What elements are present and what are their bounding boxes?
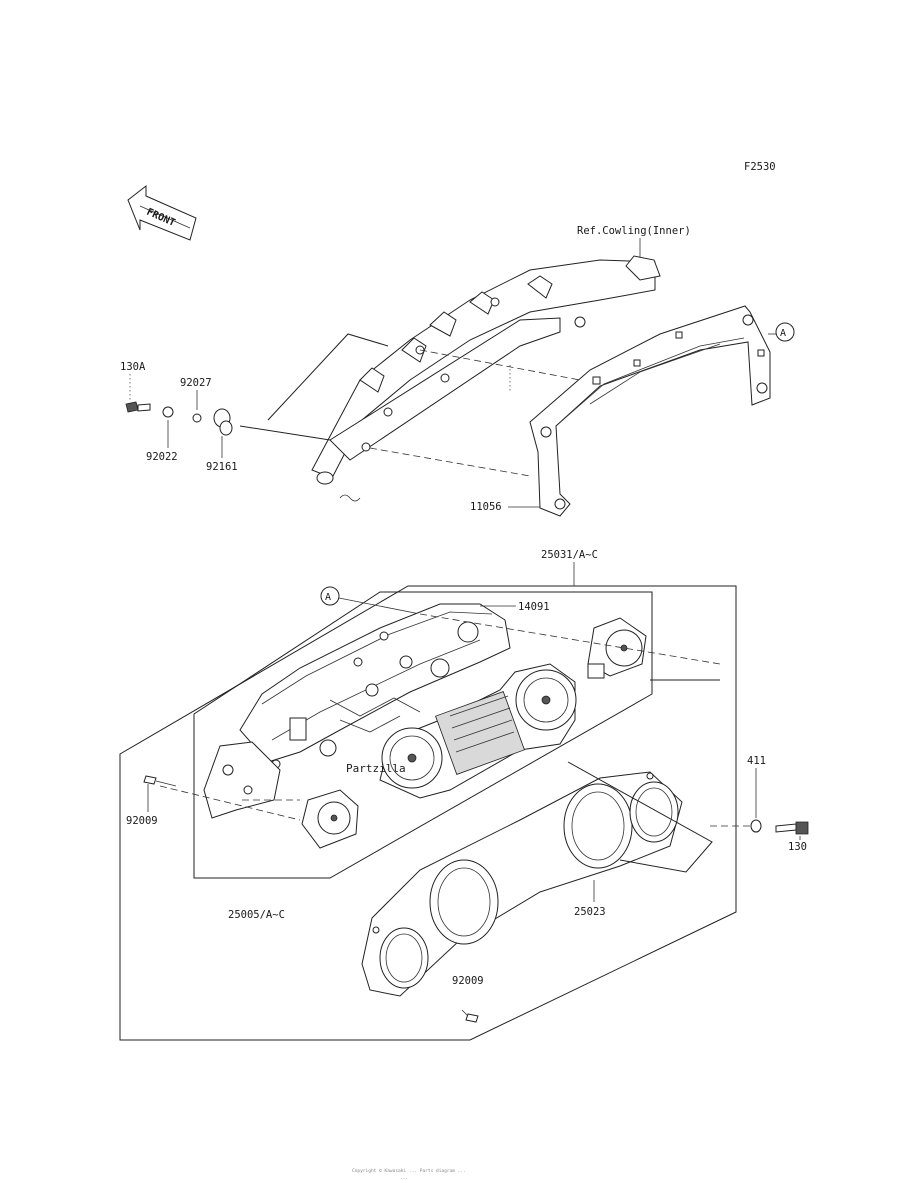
label-92161: 92161	[206, 461, 238, 473]
diagram-id: F2530	[744, 161, 776, 173]
label-25031: 25031/A~C	[541, 549, 598, 561]
meter-housing-14091	[239, 603, 511, 769]
label-92027: 92027	[180, 377, 212, 389]
bolt-130-icon	[775, 821, 809, 835]
grommet-92161-icon	[213, 408, 233, 436]
washer-92022-icon	[162, 406, 174, 418]
label-25005: 25005/A~C	[228, 909, 285, 921]
assembly-frame-25031	[119, 585, 737, 1041]
label-92009-bottom: 92009	[452, 975, 484, 987]
gauge-small-upper	[587, 617, 647, 679]
watermark: Partzilla	[346, 762, 406, 775]
meter-cover-25023	[361, 771, 683, 997]
svg-text:A: A	[780, 328, 786, 339]
screw-92009-left-icon	[143, 775, 177, 787]
label-411: 411	[747, 755, 766, 767]
label-11056: 11056	[470, 501, 502, 513]
callout-a-lower: A	[320, 586, 421, 615]
label-25023: 25023	[574, 906, 606, 918]
footer-line-1: Copyright © Kawasaki ... Parts diagram .…	[352, 1168, 466, 1174]
meter-bracket-11056	[311, 255, 661, 502]
meter-panel-plate	[529, 305, 771, 517]
screw-92009-bottom-icon	[461, 1009, 479, 1023]
collar-92027-icon	[192, 413, 202, 423]
label-130a: 130A	[120, 361, 146, 373]
ref-cowling-label: Ref.Cowling(Inner)	[577, 225, 691, 237]
footer-line-2: ...	[400, 1176, 408, 1181]
meter-case-lower	[203, 741, 281, 819]
front-arrow-icon: FRONT	[127, 184, 197, 241]
callout-a-upper: A	[768, 322, 795, 342]
label-92022: 92022	[146, 451, 178, 463]
svg-text:A: A	[325, 592, 331, 603]
gauge-unit	[379, 663, 577, 799]
label-14091: 14091	[518, 601, 550, 613]
assembly-frame-25005	[193, 591, 653, 879]
bolt-130a-icon	[125, 401, 151, 413]
gauge-small-lower	[301, 789, 359, 849]
label-92009-left: 92009	[126, 815, 158, 827]
washer-411-icon	[750, 819, 762, 833]
label-130: 130	[788, 841, 807, 853]
